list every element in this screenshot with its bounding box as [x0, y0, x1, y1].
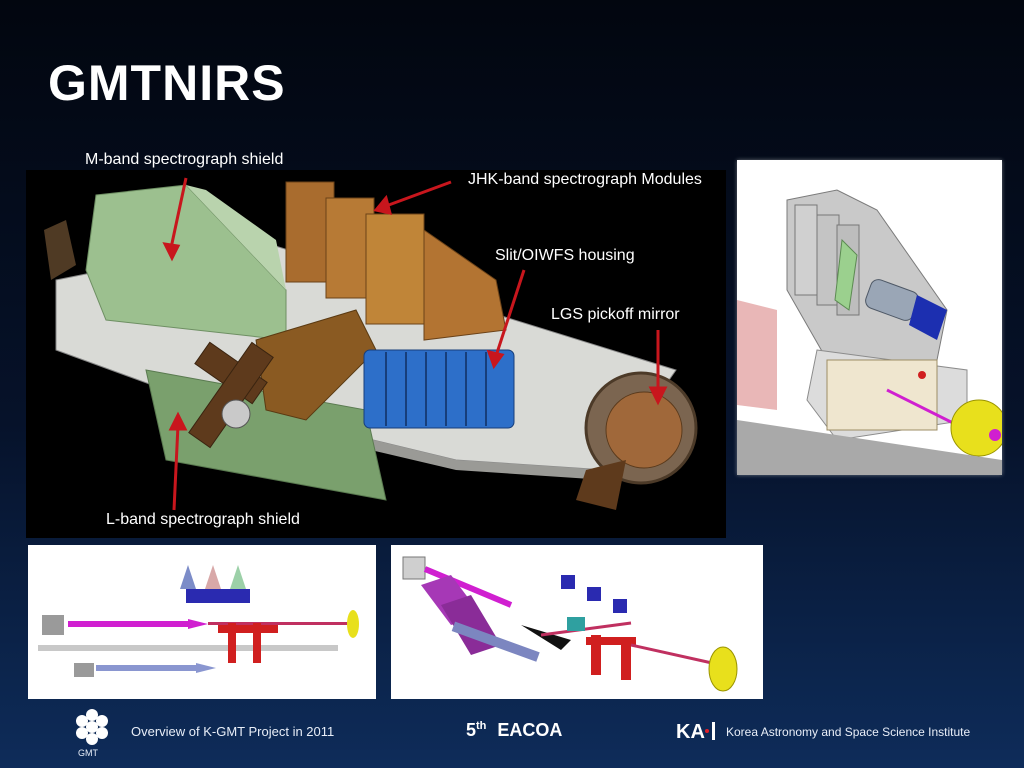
institute-name: Korea Astronomy and Space Science Instit… [726, 725, 971, 739]
label-jhk-band: JHK-band spectrograph Modules [468, 171, 702, 188]
slide-title: GMTNIRS [48, 55, 286, 111]
footer-project: Overview of K-GMT Project in 2011 [131, 724, 335, 739]
label-l-band: L-band spectrograph shield [106, 511, 300, 528]
conference-sup: th [476, 720, 487, 732]
label-m-band: M-band spectrograph shield [85, 151, 284, 168]
gmt-logo [72, 706, 112, 756]
kasi-logo-icon: KA [676, 721, 715, 743]
instrument-render [26, 170, 726, 538]
conference-label: 5th EACOA [466, 720, 562, 741]
conference-number: 5 [466, 720, 477, 740]
label-slit-housing: Slit/OIWFS housing [495, 247, 635, 264]
optical-layout-3d-view [391, 545, 763, 699]
label-lgs-mirror: LGS pickoff mirror [551, 306, 680, 323]
inset-detail-render [737, 160, 1002, 475]
conference-name: EACOA [497, 720, 563, 740]
gmt-logo-text: GMT [78, 748, 98, 758]
gmt-flower-icon [76, 709, 108, 745]
svg-text:KA: KA [676, 721, 705, 743]
kasi-logo: KA [676, 718, 720, 744]
optical-layout-side-view [28, 545, 376, 699]
